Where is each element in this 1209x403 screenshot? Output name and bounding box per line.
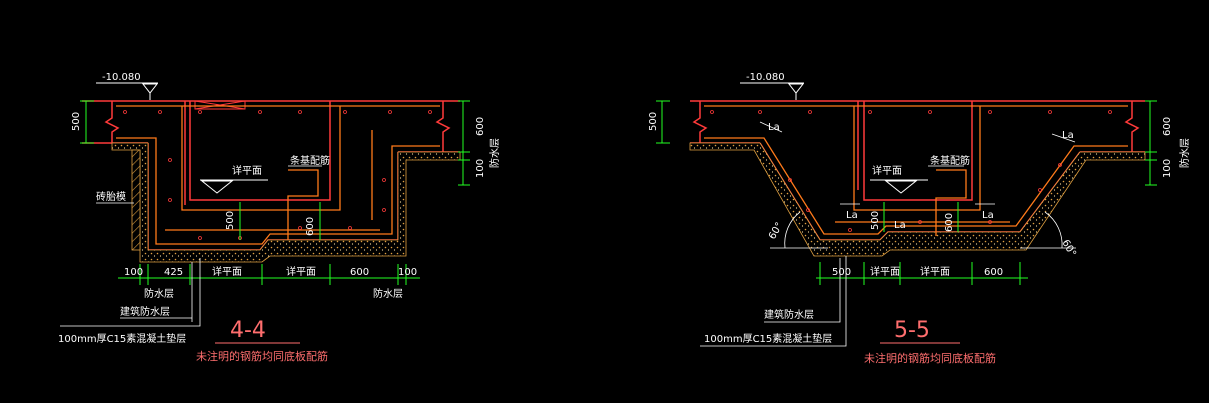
bottom-dim-4: 600 [350, 267, 369, 278]
inner-dims-5-5 [883, 202, 959, 232]
left-dim-500: 500 [71, 112, 82, 131]
rebar-dots-5-5 [710, 110, 1112, 232]
leader-cushion: 100mm厚C15素混凝土垫层 [704, 332, 832, 345]
angle-right: 60° [1059, 238, 1077, 259]
stirrup-label: 条基配筋 [930, 154, 970, 167]
detail-plane-label: 详平面 [872, 164, 902, 177]
right-dim-100: 100 [1162, 159, 1173, 178]
la-label-3: La [846, 210, 858, 221]
left-dim-4-4 [80, 100, 94, 144]
bottom-dim-5: 100 [398, 267, 417, 278]
section-title-5-5: 5-5 [894, 318, 930, 343]
la-markers: La La La La La [759, 121, 1076, 231]
bottom-dim-2: 详平面 [920, 265, 950, 278]
right-dim-100: 100 [475, 159, 486, 178]
la-label-5: La [982, 210, 994, 221]
inner-dim-600: 600 [944, 213, 955, 232]
stirrup-label: 条基配筋 [290, 154, 330, 167]
rebar-4-4 [116, 105, 440, 245]
elevation-text: -10.080 [102, 72, 141, 83]
brick-mould-label: 砖胎模 [96, 190, 126, 203]
left-dim-500: 500 [648, 112, 659, 131]
bottom-dim-3: 详平面 [286, 265, 316, 278]
la-label-1: La [768, 122, 780, 133]
section-5-5: -10.080 [648, 72, 1191, 365]
section-title-4-4: 4-4 [230, 318, 266, 343]
right-dims-5-5 [1145, 100, 1157, 186]
bottom-dims-5-5 [816, 262, 1028, 285]
la-label-4: La [894, 220, 906, 231]
bottom-dim-3: 600 [984, 267, 1003, 278]
section-4-4: -10.080 [58, 72, 501, 363]
elevation-marker-4-4: -10.080 [96, 72, 159, 100]
section-note-4-4: 未注明的钢筋均同底板配筋 [196, 349, 328, 363]
leader-waterproof: 建筑防水层 [120, 305, 170, 318]
la-label-2: La [1062, 130, 1074, 141]
opening-symbol [194, 100, 246, 110]
angle-left: 60° [767, 221, 785, 242]
right-waterproof: 防水层 [488, 138, 501, 168]
leaders-4-4 [60, 258, 201, 327]
left-dim-5-5 [656, 100, 670, 144]
inner-dim-600: 600 [305, 217, 316, 236]
right-waterproof: 防水层 [1178, 138, 1191, 168]
detail-plane-label: 详平面 [232, 164, 262, 177]
rebar-dots-4-4 [123, 110, 432, 240]
right-dim-600: 600 [475, 117, 486, 136]
bottom-dim-0: 100 [124, 267, 143, 278]
bottom-dim-1: 详平面 [870, 265, 900, 278]
elevation-text: -10.080 [746, 72, 785, 83]
leader-cushion: 100mm厚C15素混凝土垫层 [58, 332, 186, 345]
elevation-marker-5-5: -10.080 [740, 72, 805, 100]
inner-dim-500: 500 [870, 211, 881, 230]
brick-mould-wall [131, 149, 141, 251]
rebar-5-5 [704, 105, 1128, 236]
inner-dims-4-4 [239, 202, 321, 240]
right-dims-4-4 [458, 100, 470, 186]
right-dim-600: 600 [1162, 117, 1173, 136]
inner-dim-500: 500 [225, 211, 236, 230]
bottom-dim-1: 425 [164, 267, 183, 278]
leader-waterproof: 建筑防水层 [764, 308, 814, 321]
detail-marker-5-5: 详平面 条基配筋 [870, 154, 970, 194]
section-note-5-5: 未注明的钢筋均同底板配筋 [864, 351, 996, 365]
bottom-dim-2: 详平面 [212, 265, 242, 278]
detail-marker-4-4: 详平面 条基配筋 [200, 154, 330, 194]
waterproof-bottom-left: 防水层 [144, 287, 174, 300]
angle-arcs [770, 211, 1076, 249]
leaders-5-5 [700, 256, 847, 347]
waterproof-bottom-right: 防水层 [373, 287, 403, 300]
bottom-dims-4-4 [118, 264, 420, 285]
bottom-dim-0: 500 [832, 267, 851, 278]
